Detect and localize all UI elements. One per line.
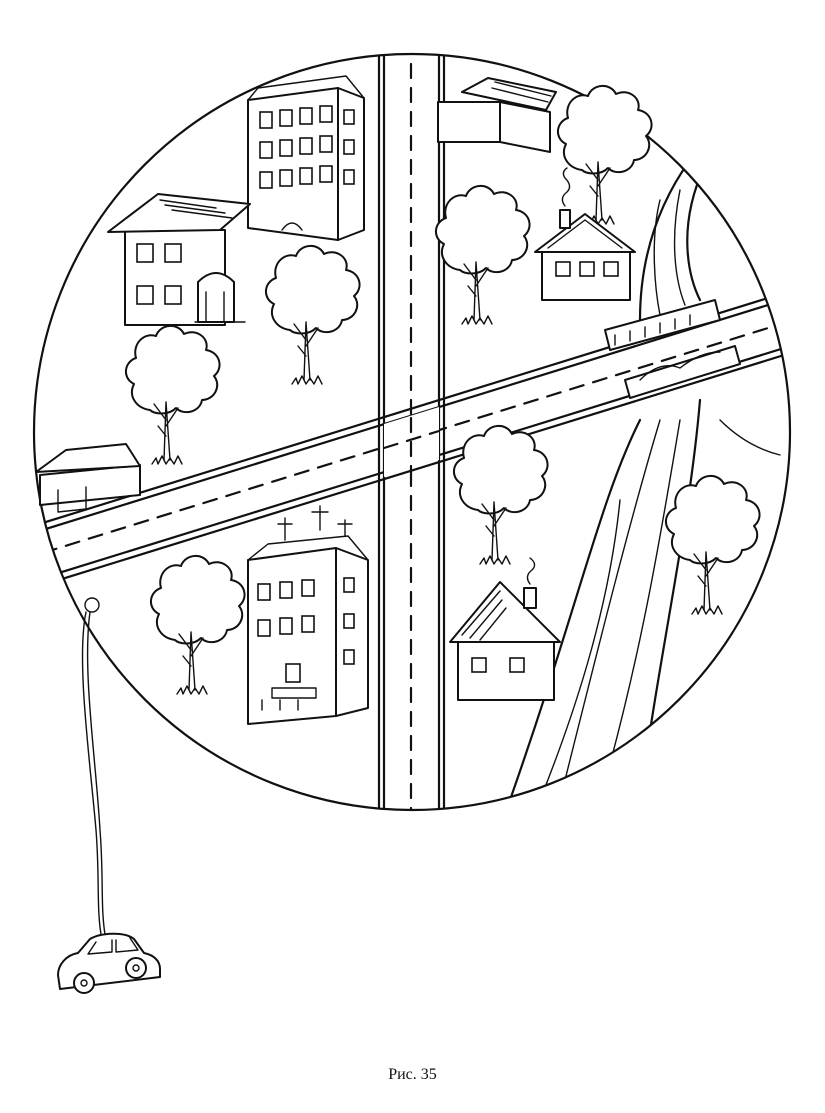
tree-icon bbox=[149, 554, 246, 695]
apartment-building-icon bbox=[247, 75, 365, 241]
house-icon bbox=[107, 193, 251, 326]
house-icon bbox=[449, 557, 561, 701]
river bbox=[508, 158, 781, 802]
figure-caption: Рис. 35 bbox=[388, 1066, 437, 1083]
bridge-icon bbox=[604, 299, 741, 399]
tree-icon bbox=[452, 424, 549, 565]
house-icon bbox=[437, 77, 557, 153]
tree-icon bbox=[664, 474, 761, 615]
tree-icon bbox=[124, 324, 221, 465]
tree-icon bbox=[556, 84, 653, 225]
tree-icon bbox=[434, 184, 531, 325]
house-icon bbox=[35, 443, 141, 513]
apartment-building-icon bbox=[247, 505, 369, 725]
car-icon bbox=[57, 932, 161, 994]
tree-icon bbox=[264, 244, 361, 385]
cord bbox=[81, 597, 107, 941]
house-icon bbox=[534, 167, 636, 301]
